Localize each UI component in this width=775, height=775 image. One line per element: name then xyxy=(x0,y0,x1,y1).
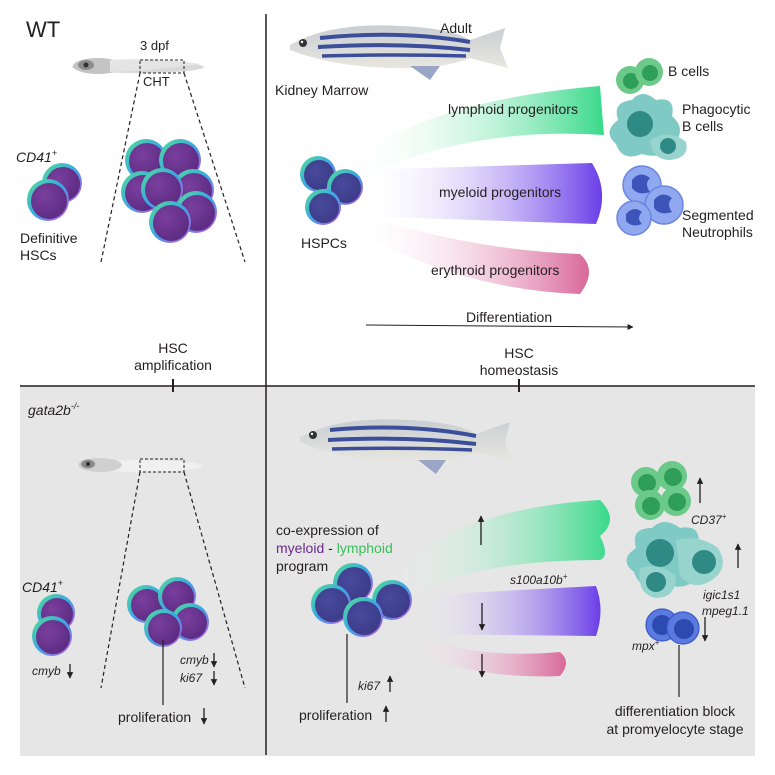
zoom-line-right-bottom xyxy=(183,471,246,689)
kidney-marrow-label: Kidney Marrow xyxy=(275,82,369,98)
cd41-label-bottom: CD41+ xyxy=(22,578,63,595)
genotype-label: gata2b-/- xyxy=(28,401,79,418)
mpeg11-label: mpeg1.1 xyxy=(702,604,749,618)
cd41-label-top: CD41+ xyxy=(16,148,57,165)
erythroid-stream-bottom xyxy=(400,632,566,677)
b-cells-bottom-icon xyxy=(631,461,691,520)
hsc-cluster-top xyxy=(121,139,217,243)
hspc-cluster-bottom xyxy=(311,563,412,637)
embryo-stage-label: 3 dpf xyxy=(140,38,169,53)
cmyb-label-right: cmyb xyxy=(180,653,209,667)
igic1s1-label: igic1s1 xyxy=(703,588,740,602)
differentiation-label: Differentiation xyxy=(466,309,552,325)
myeloid-stream xyxy=(356,163,603,224)
ki67-label-right: ki67 xyxy=(358,679,381,693)
promyelocyte-cells-icon xyxy=(645,608,700,645)
phagocytic-b-cells-icon xyxy=(609,94,687,160)
mpx-label: mpx+ xyxy=(632,638,660,653)
hspc-cluster-top xyxy=(300,156,363,225)
erythroid-progenitors-label: erythroid progenitors xyxy=(431,262,559,278)
definitive-hsc-cells xyxy=(27,163,82,221)
b-cells-icon xyxy=(616,58,663,94)
s100a10b-label: s100a10b+ xyxy=(510,572,568,587)
proliferation-label-right: proliferation xyxy=(299,707,372,723)
lymphoid-progenitors-label: lymphoid progenitors xyxy=(448,101,578,117)
segmented-neutrophils-icon xyxy=(616,165,684,236)
myeloid-progenitors-label: myeloid progenitors xyxy=(439,184,561,200)
phagocytic-cells-bottom-icon xyxy=(626,522,723,598)
hspcs-label: HSPCs xyxy=(301,235,347,251)
differentiation-arrow xyxy=(365,323,634,330)
lymphoid-stream xyxy=(348,86,604,178)
b-cells-label: B cells xyxy=(668,63,709,79)
cht-label: CHT xyxy=(143,74,170,89)
cd37-label: CD37+ xyxy=(691,512,727,527)
adult-label: Adult xyxy=(440,20,472,36)
erythroid-stream xyxy=(350,214,589,294)
cmyb-label-left: cmyb xyxy=(32,664,61,678)
zoom-line-left-bottom xyxy=(100,471,141,689)
myeloid-stream-bottom xyxy=(408,586,601,636)
panel-title-wt: WT xyxy=(26,17,60,42)
adult-zebrafish-bottom xyxy=(300,419,512,474)
embryo-bottom xyxy=(78,458,202,473)
zoom-line-right-top xyxy=(183,72,246,263)
ki67-label-left: ki67 xyxy=(180,671,203,685)
lymphoid-stream-bottom xyxy=(388,500,610,598)
embryo-top xyxy=(72,58,204,74)
hsc-cluster-bottom xyxy=(127,577,209,647)
hsc-cells-bottom-left xyxy=(32,594,75,656)
adult-zebrafish-top xyxy=(290,25,508,80)
proliferation-label-left: proliferation xyxy=(118,709,191,725)
